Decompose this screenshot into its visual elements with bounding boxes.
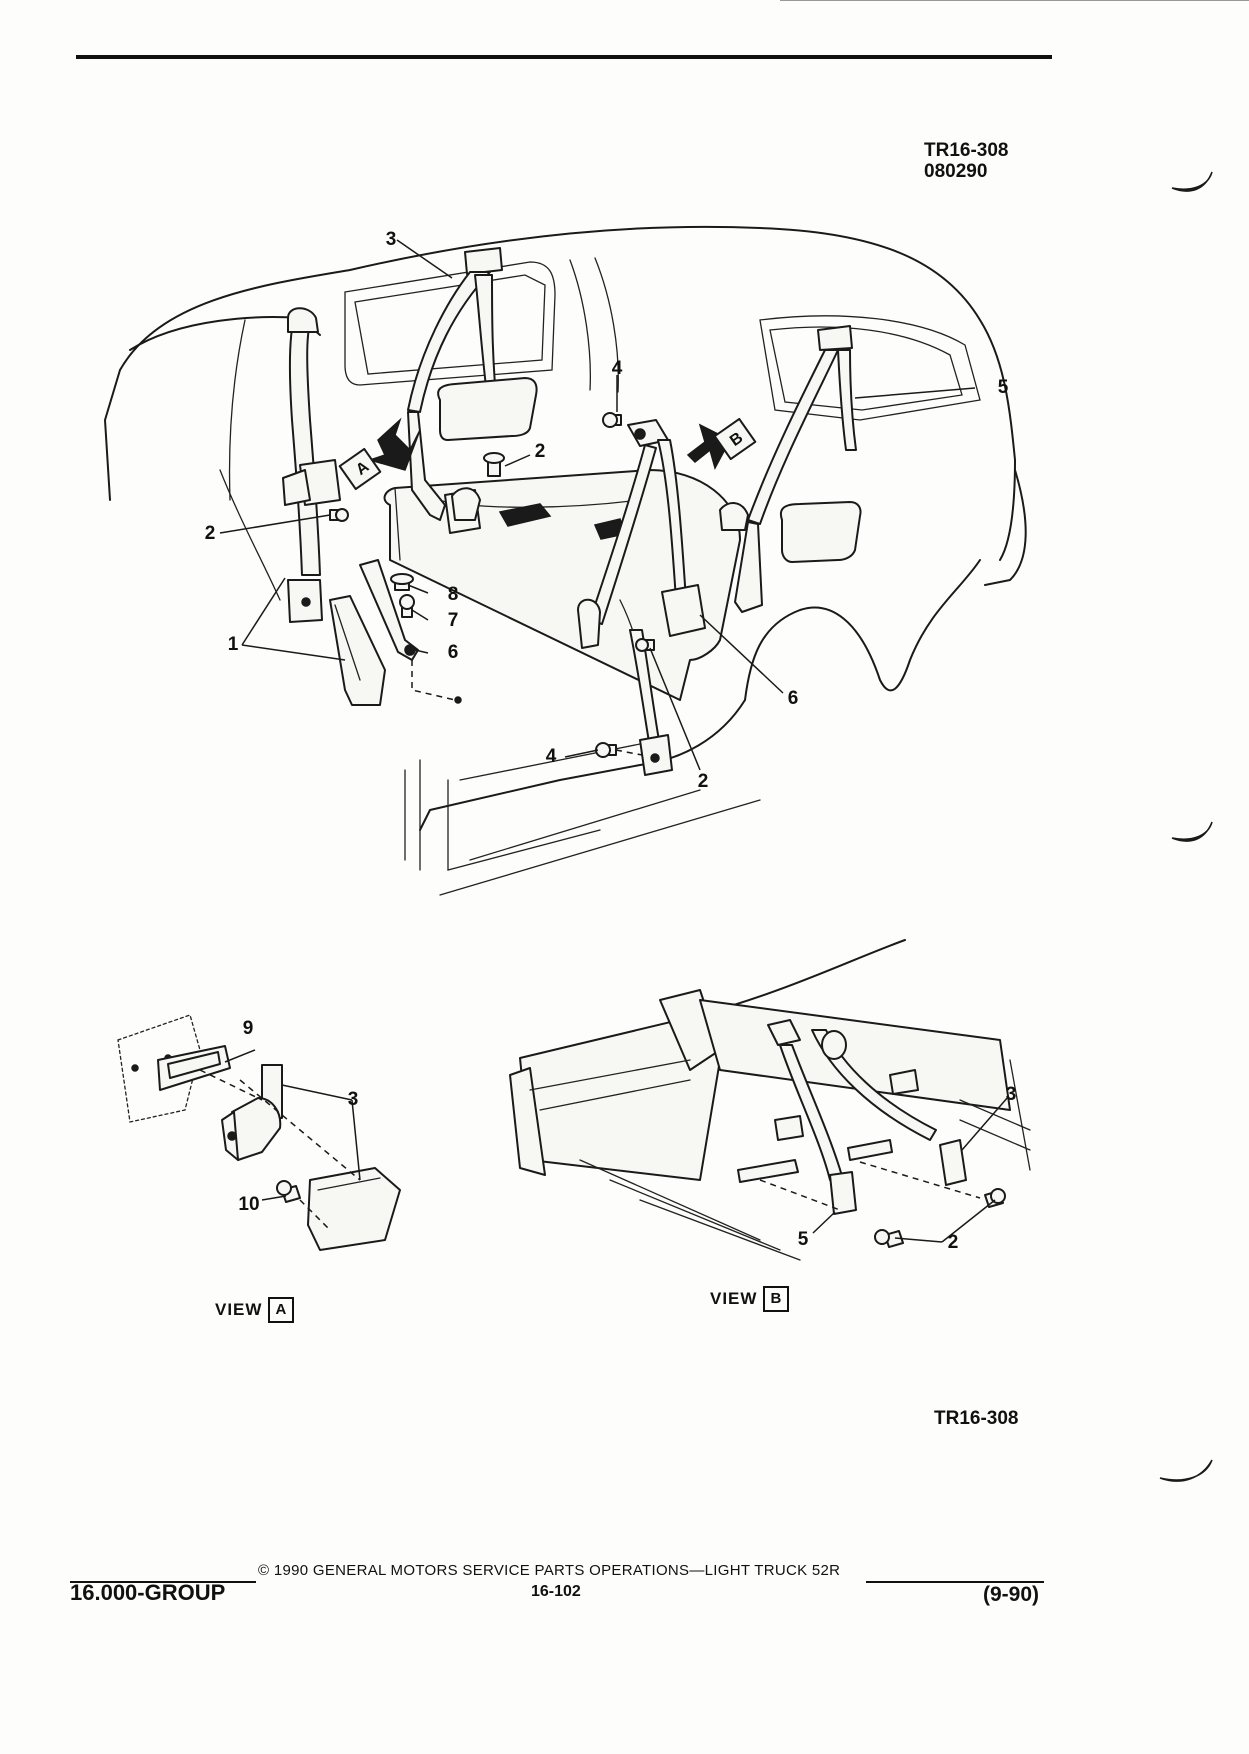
figure-code-bottom: TR16-308 [934,1408,1019,1429]
callout-1: 1 [227,634,239,655]
date-code: 080290 [924,161,988,182]
callout-leaders [219,239,976,771]
view-a-callout-9: 9 [242,1018,254,1039]
vehicle-body-outline [104,225,1027,896]
callout-7: 7 [447,610,459,631]
view-b-callout-3: 3 [1005,1084,1017,1105]
left-retractor-belt [282,307,462,706]
callout-2-left: 2 [204,523,216,544]
group-label: 16.000-GROUP [70,1580,226,1605]
callout-6-right: 6 [787,688,799,709]
callout-4-bottom: 4 [545,746,557,767]
view-a-word: VIEW [215,1300,263,1319]
callout-6-left: 6 [447,642,459,663]
view-b-callout-2: 2 [947,1232,959,1253]
view-b-arrow [686,417,757,471]
view-a-detail [117,1014,401,1251]
callout-2-bottom: 2 [697,771,709,792]
callout-8: 8 [447,584,459,605]
view-b-label: VIEW B [710,1286,790,1312]
figure-code-top: TR16-308 [924,140,1009,161]
revision-date: (9-90) [983,1583,1040,1606]
view-b-word: VIEW [710,1289,758,1308]
callout-3: 3 [385,229,397,250]
middle-retractor-belt [329,412,706,776]
callout-2-center: 2 [534,441,546,462]
footer-rule-left [70,1581,256,1583]
view-b-callout-5: 5 [797,1229,809,1250]
view-b-box: B [763,1286,790,1312]
view-b-detail [509,939,1031,1261]
callout-4-top: 4 [611,358,623,379]
right-shoulder-belt [719,325,862,613]
view-a-arrow [338,417,421,491]
footer-rule-right [866,1581,1044,1583]
view-a-callout-3: 3 [347,1089,359,1110]
view-a-label: VIEW A [215,1297,295,1323]
view-a-box: A [268,1297,295,1323]
binding-marks [1159,171,1213,1482]
header-rule [76,55,1052,59]
page-number: 16-102 [531,1583,581,1600]
callout-5: 5 [997,377,1009,398]
copyright-line: © 1990 GENERAL MOTORS SERVICE PARTS OPER… [258,1562,841,1579]
top-edge-line [780,0,1249,1]
view-a-callout-10: 10 [238,1194,260,1215]
